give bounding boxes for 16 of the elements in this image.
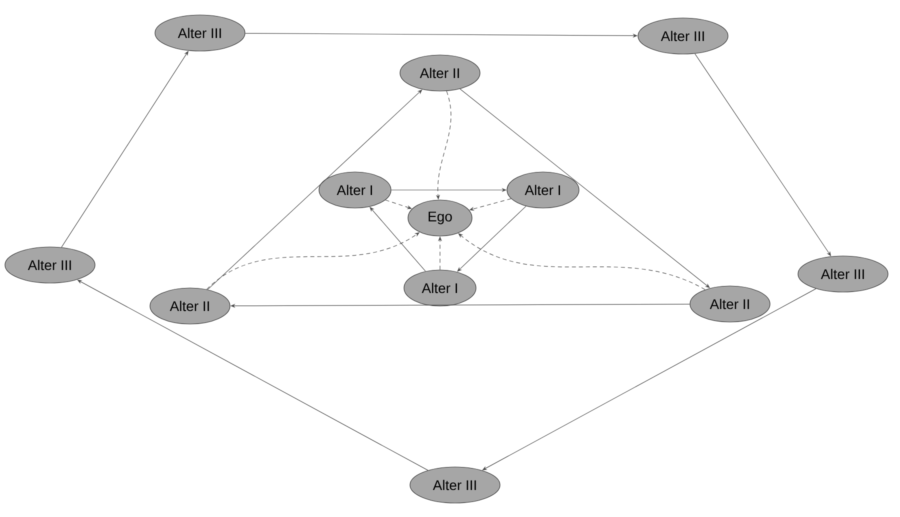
ellipse-node: Alter I	[404, 270, 476, 306]
arrow	[458, 233, 706, 290]
ellipse-node: Alter I	[318, 172, 392, 208]
ellipse-node: Alter III	[154, 14, 246, 52]
ellipse-node: Alter III	[4, 246, 96, 284]
ellipse-node: Alter II	[690, 286, 770, 322]
ellipse-node: Alter III	[638, 18, 728, 54]
arrow	[77, 280, 428, 471]
ellipse-node: Alter III	[798, 256, 888, 292]
ellipse-node: Ego	[408, 200, 472, 236]
ellipse-node: Alter II	[150, 288, 230, 324]
ellipse-node: Alter I	[506, 172, 580, 208]
arrow	[457, 206, 526, 272]
ellipse-node: Alter II	[400, 54, 480, 92]
ellipse-node: Alter III	[410, 466, 500, 504]
arrow	[482, 288, 816, 470]
